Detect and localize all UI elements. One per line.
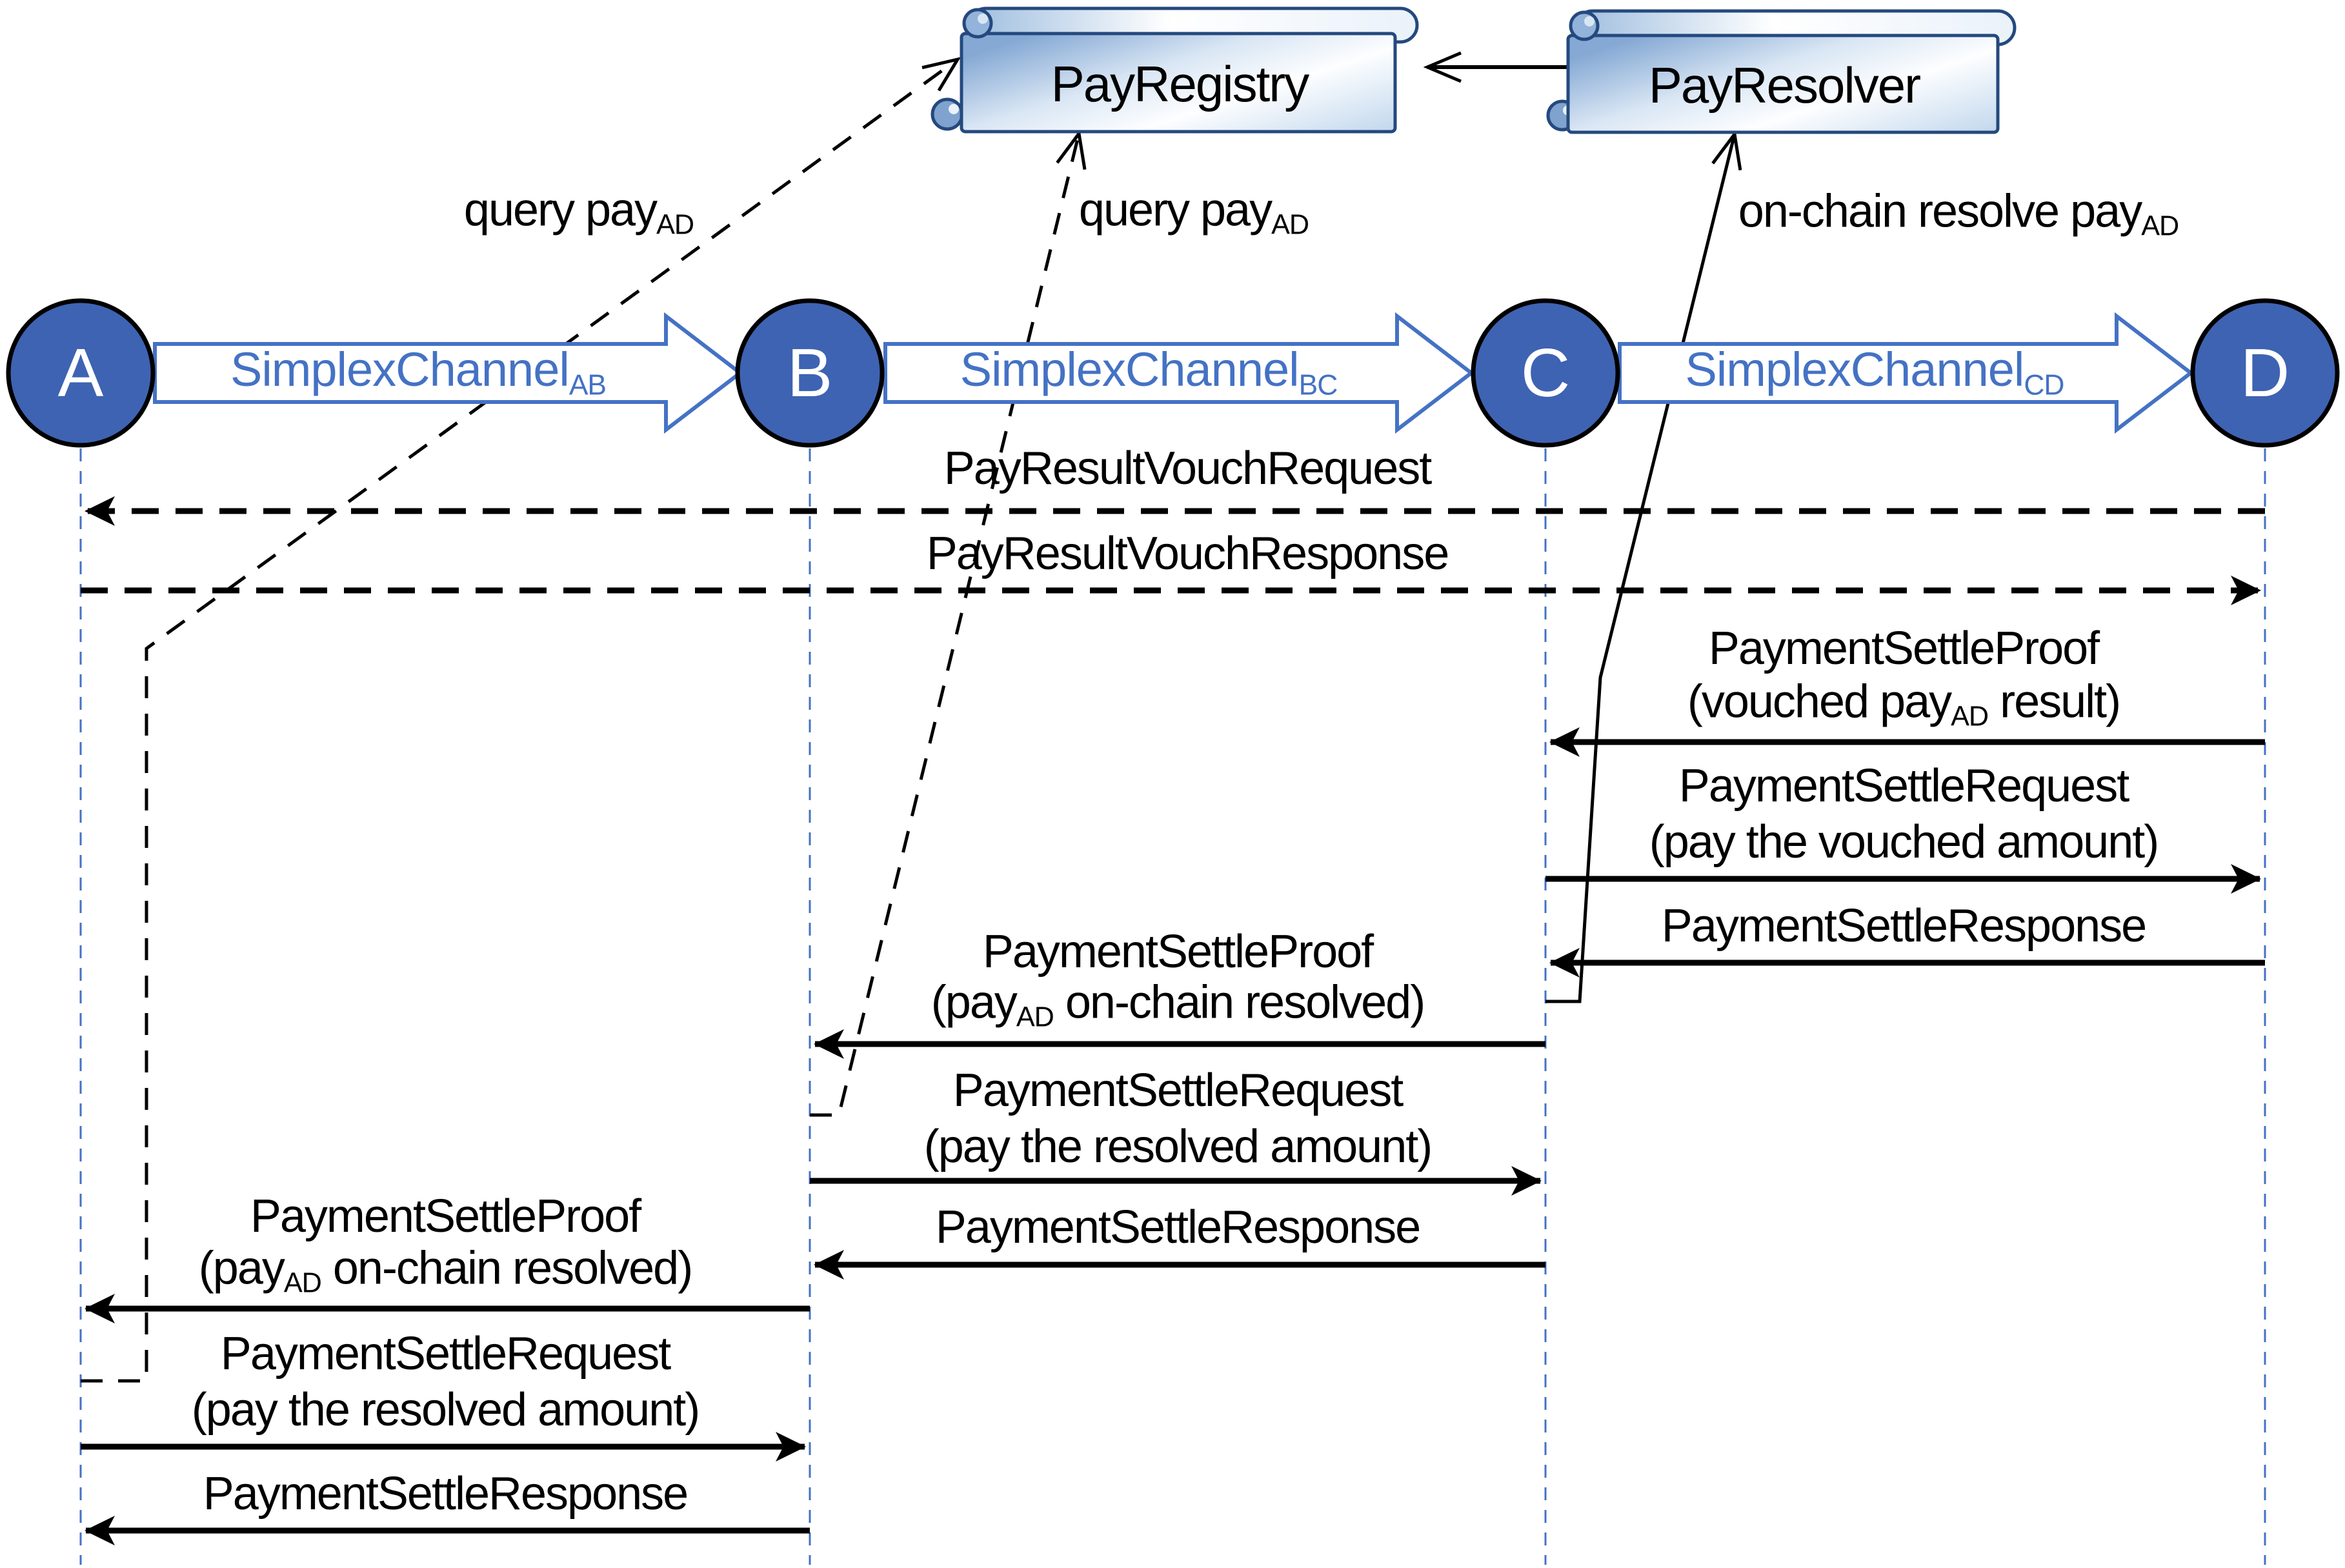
scroll-body: [960, 32, 1397, 134]
payregistry-scroll: [931, 6, 1419, 134]
settleproof-bc-label-line1: PaymentSettleProof: [982, 926, 1374, 978]
node-b-label: B: [787, 335, 833, 411]
channel-bc-arrow: [883, 312, 1474, 434]
settleproof-ab-label-line2: (payAD on-chain resolved): [198, 1242, 693, 1299]
settlerequest-cd-label-line2: (pay the vouched amount): [1649, 816, 2160, 868]
settleresponse-bc-label: PaymentSettleResponse: [935, 1201, 1421, 1253]
on-chain-resolve-label: on-chain resolve payAD: [1738, 185, 2179, 242]
settleresponse-cd-label: PaymentSettleResponse: [1661, 900, 2147, 952]
node-c-label: C: [1520, 335, 1571, 411]
query-payad-label-mid: query payAD: [1078, 184, 1309, 241]
settleproof-ab-label-line1: PaymentSettleProof: [250, 1191, 641, 1242]
payresolver-title: PayResolver: [1648, 57, 1921, 114]
settleproof-bc-label-line2: (payAD on-chain resolved): [931, 976, 1425, 1033]
node-b-circle: [735, 298, 885, 448]
channel-cd-arrow: [1618, 312, 2194, 434]
channel-cd-label: SimplexChannelCD: [1685, 343, 2065, 401]
scroll-body: [1566, 34, 2000, 134]
settlerequest-ab-label-line1: PaymentSettleRequest: [220, 1328, 671, 1380]
node-a-label: A: [57, 335, 104, 411]
settlerequest-ab-label-line2: (pay the resolved amount): [191, 1384, 700, 1436]
payresolver-scroll: [1546, 9, 2017, 134]
settlerequest-bc-label-line2: (pay the resolved amount): [923, 1121, 1433, 1172]
payregistry-title: PayRegistry: [1051, 55, 1309, 112]
settlerequest-bc-label-line1: PaymentSettleRequest: [952, 1065, 1404, 1116]
payresultvouchresponse-label: PayResultVouchResponse: [926, 528, 1450, 579]
channel-bc-label: SimplexChannelBC: [960, 343, 1338, 401]
on-chain-resolve-line: [1545, 134, 1735, 1003]
scroll-curl-top-left: [962, 8, 993, 39]
settleproof-cd-label-line2: (vouched payAD result): [1687, 676, 2121, 732]
scroll-curl-top-left: [1569, 10, 1600, 41]
settleproof-cd-label-line1: PaymentSettleProof: [1708, 623, 2100, 674]
query-payad-line-left: [81, 59, 958, 1383]
node-c-circle: [1471, 298, 1620, 448]
scroll-curl-bottom-left: [931, 97, 964, 131]
channel-ab-label: SimplexChannelAB: [230, 343, 607, 401]
query-payad-label-left: query payAD: [463, 184, 694, 241]
node-a-circle: [6, 298, 156, 448]
query-payad-line-mid: [810, 134, 1079, 1117]
settlerequest-cd-label-line1: PaymentSettleRequest: [1678, 760, 2129, 812]
settleresponse-ab-label: PaymentSettleResponse: [203, 1468, 689, 1520]
node-d-circle: [2190, 298, 2340, 448]
node-d-label: D: [2240, 335, 2290, 411]
channel-ab-arrow: [153, 312, 743, 434]
payresultvouchrequest-label: PayResultVouchRequest: [943, 443, 1432, 494]
